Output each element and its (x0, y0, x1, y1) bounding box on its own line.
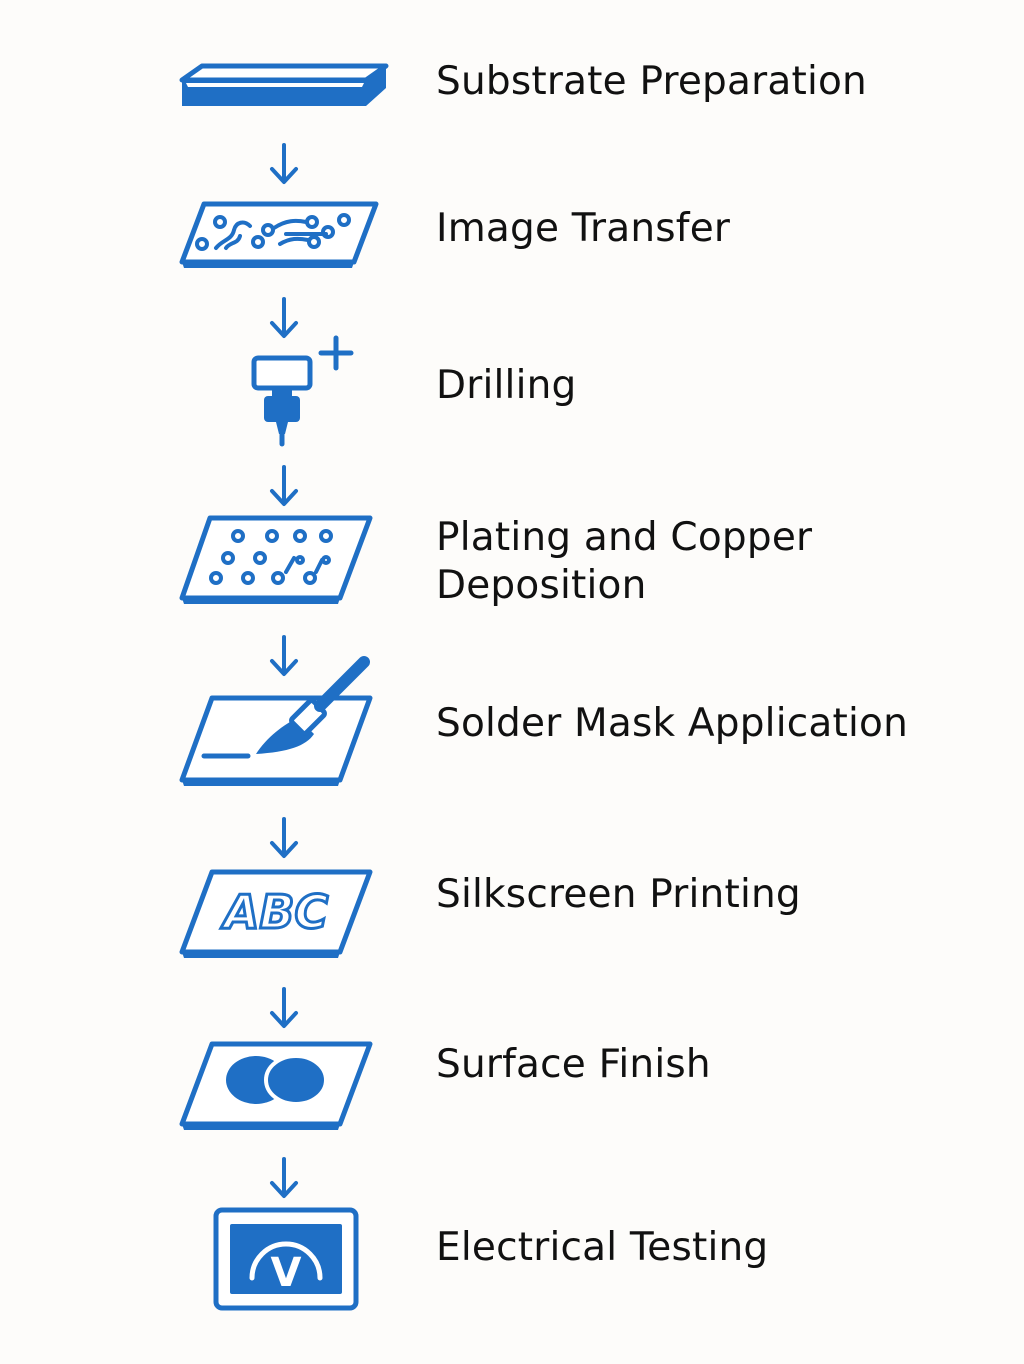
brush-on-board-icon (179, 656, 373, 786)
icon-text-abc: ABC (221, 885, 329, 939)
step-label-drilling: Drilling (436, 363, 577, 408)
substrate-board-icon (179, 63, 389, 106)
step-label-plating-and-copper-deposition: Plating and Copper Deposition (436, 514, 812, 610)
step-label-solder-mask-application: Solder Mask Application (436, 701, 908, 746)
label-line: Deposition (436, 563, 647, 608)
step-label-substrate-preparation: Substrate Preparation (436, 59, 867, 104)
flow-arrow-icon (270, 143, 298, 184)
step-label-image-transfer: Image Transfer (436, 206, 731, 251)
step-label-electrical-testing: Electrical Testing (436, 1225, 769, 1270)
circuit-traces-icon (179, 201, 379, 268)
flow-arrow-icon (270, 1157, 298, 1198)
voltmeter-icon: V (213, 1207, 359, 1311)
flow-arrow-icon (270, 987, 298, 1028)
step-label-surface-finish: Surface Finish (436, 1042, 711, 1087)
flow-arrow-icon (270, 297, 298, 338)
plated-holes-board-icon (179, 515, 373, 604)
abc-label-board-icon: ABC (179, 869, 373, 958)
icon-text-v: V (271, 1250, 302, 1296)
flow-arrow-icon (270, 635, 298, 676)
flow-arrow-icon (270, 817, 298, 858)
pads-board-icon (179, 1041, 373, 1130)
label-line: Plating and Copper (436, 515, 813, 560)
drill-bit-icon (251, 335, 354, 447)
flow-arrow-icon (270, 465, 298, 506)
step-label-silkscreen-printing: Silkscreen Printing (436, 872, 801, 917)
